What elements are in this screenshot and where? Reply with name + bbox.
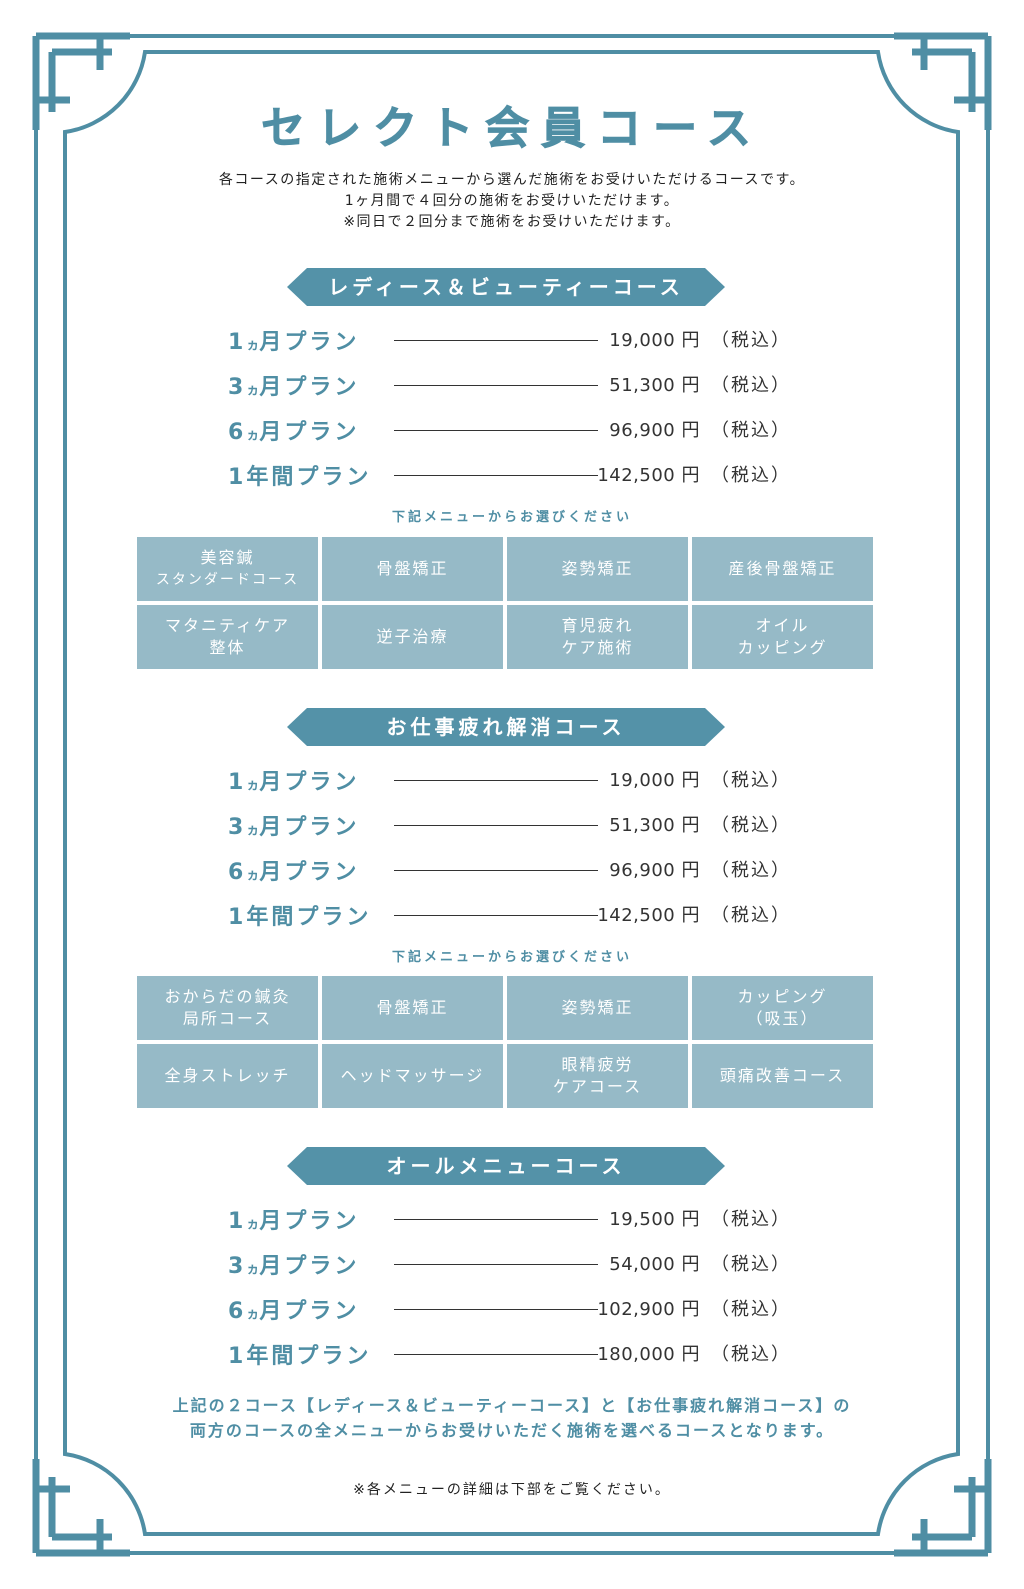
menu-cell: 姿勢矯正 [507, 537, 688, 601]
plan-name: 1ヵ月プラン [228, 1209, 360, 1234]
plan-name: 1年間プラン [228, 1344, 372, 1369]
plan-price: 51,300 円 [609, 375, 700, 396]
all-menu-note: 上記の２コース【レディース＆ビューティーコース】と【お仕事疲れ解消コース】の 両… [0, 1393, 1024, 1443]
plan-name: 1年間プラン [228, 465, 372, 490]
plan-leader-line [394, 385, 598, 386]
menu-cell: 産後骨盤矯正 [692, 537, 873, 601]
plan-row: 3ヵ月プラン 51,300 円 （税込） [0, 365, 1024, 405]
plan-price: 96,900 円 [609, 860, 700, 881]
tax-label: （税込） [711, 860, 791, 881]
footnote: ※各メニューの詳細は下部をご覧ください。 [353, 1482, 671, 1498]
menu-grid-ladies-beauty: 美容鍼スタンダードコース 骨盤矯正 姿勢矯正 産後骨盤矯正 マタニティケア整体 … [137, 537, 873, 669]
plan-name: 6ヵ月プラン [228, 860, 360, 885]
menu-cell: 眼精疲労ケアコース [507, 1044, 688, 1108]
menu-cell: 姿勢矯正 [507, 976, 688, 1040]
intro-line: ※同日で２回分まで施術をお受けいただけます。 [343, 214, 681, 230]
plan-leader-line [394, 475, 598, 476]
tax-label: （税込） [711, 1254, 791, 1275]
plan-row: 3ヵ月プラン 54,000 円 （税込） [0, 1244, 1024, 1284]
plan-leader-line [394, 825, 598, 826]
plan-row: 3ヵ月プラン 51,300 円 （税込） [0, 805, 1024, 845]
tax-label: （税込） [711, 420, 791, 441]
menu-cell: 全身ストレッチ [137, 1044, 318, 1108]
plan-price: 142,500 円 [597, 905, 700, 926]
course-ribbon-all-menu: オールメニューコース [287, 1147, 725, 1185]
course-ribbon-ladies-beauty: レディース＆ビューティーコース [287, 268, 725, 306]
page-title: セレクト会員コース [261, 103, 763, 155]
plan-leader-line [394, 340, 598, 341]
plan-leader-line [394, 1309, 598, 1310]
plan-row: 1年間プラン 142,500 円 （税込） [0, 895, 1024, 935]
plan-leader-line [394, 1354, 598, 1355]
plan-row: 1ヵ月プラン 19,500 円 （税込） [0, 1199, 1024, 1239]
intro-text: 各コースの指定された施術メニューから選んだ施術をお受けいただけるコースです。 1… [0, 170, 1024, 233]
plan-name: 3ヵ月プラン [228, 815, 360, 840]
menu-cell: おからだの鍼灸局所コース [137, 976, 318, 1040]
all-menu-note-line: 上記の２コース【レディース＆ビューティーコース】と【お仕事疲れ解消コース】の [172, 1396, 852, 1415]
plan-name: 1ヵ月プラン [228, 770, 360, 795]
plan-name: 1ヵ月プラン [228, 330, 360, 355]
plan-name: 3ヵ月プラン [228, 375, 360, 400]
tax-label: （税込） [711, 815, 791, 836]
plan-price: 180,000 円 [597, 1344, 700, 1365]
plan-row: 1年間プラン 180,000 円 （税込） [0, 1334, 1024, 1374]
plan-leader-line [394, 870, 598, 871]
plan-price: 19,000 円 [609, 330, 700, 351]
menu-cell: オイルカッピング [692, 605, 873, 669]
plan-name: 1年間プラン [228, 905, 372, 930]
menu-prompt: 下記メニューからお選びください [391, 950, 632, 965]
plan-leader-line [394, 915, 598, 916]
plan-leader-line [394, 780, 598, 781]
plan-name: 6ヵ月プラン [228, 1299, 360, 1324]
plan-row: 6ヵ月プラン 96,900 円 （税込） [0, 410, 1024, 450]
plan-row: 1ヵ月プラン 19,000 円 （税込） [0, 760, 1024, 800]
menu-cell: カッピング（吸玉） [692, 976, 873, 1040]
tax-label: （税込） [711, 1209, 791, 1230]
menu-cell: 骨盤矯正 [322, 976, 503, 1040]
plan-row: 1年間プラン 142,500 円 （税込） [0, 455, 1024, 495]
menu-prompt: 下記メニューからお選びください [391, 510, 632, 525]
plan-row: 1ヵ月プラン 19,000 円 （税込） [0, 320, 1024, 360]
tax-label: （税込） [711, 1299, 791, 1320]
menu-cell: 育児疲れケア施術 [507, 605, 688, 669]
tax-label: （税込） [711, 905, 791, 926]
plan-name: 6ヵ月プラン [228, 420, 360, 445]
course-ribbon-work-fatigue: お仕事疲れ解消コース [287, 708, 725, 746]
menu-cell: 頭痛改善コース [692, 1044, 873, 1108]
all-menu-note-line: 両方のコースの全メニューからお受けいただく施術を選べるコースとなります。 [189, 1421, 835, 1440]
plan-price: 19,500 円 [609, 1209, 700, 1230]
menu-cell: 美容鍼スタンダードコース [137, 537, 318, 601]
intro-line: 各コースの指定された施術メニューから選んだ施術をお受けいただけるコースです。 [218, 172, 806, 188]
plan-row: 6ヵ月プラン 102,900 円 （税込） [0, 1289, 1024, 1329]
plan-row: 6ヵ月プラン 96,900 円 （税込） [0, 850, 1024, 890]
intro-line: 1ヶ月間で４回分の施術をお受けいただけます。 [344, 193, 680, 209]
plan-price: 19,000 円 [609, 770, 700, 791]
plan-price: 54,000 円 [609, 1254, 700, 1275]
plan-leader-line [394, 1219, 598, 1220]
plan-price: 102,900 円 [597, 1299, 700, 1320]
plan-name: 3ヵ月プラン [228, 1254, 360, 1279]
tax-label: （税込） [711, 1344, 791, 1365]
menu-cell: 骨盤矯正 [322, 537, 503, 601]
tax-label: （税込） [711, 465, 791, 486]
menu-grid-work-fatigue: おからだの鍼灸局所コース 骨盤矯正 姿勢矯正 カッピング（吸玉） 全身ストレッチ… [137, 976, 873, 1108]
plan-price: 96,900 円 [609, 420, 700, 441]
plan-price: 142,500 円 [597, 465, 700, 486]
tax-label: （税込） [711, 330, 791, 351]
tax-label: （税込） [711, 375, 791, 396]
menu-cell: 逆子治療 [322, 605, 503, 669]
plan-leader-line [394, 430, 598, 431]
menu-cell: マタニティケア整体 [137, 605, 318, 669]
tax-label: （税込） [711, 770, 791, 791]
plan-price: 51,300 円 [609, 815, 700, 836]
plan-leader-line [394, 1264, 598, 1265]
menu-cell: ヘッドマッサージ [322, 1044, 503, 1108]
